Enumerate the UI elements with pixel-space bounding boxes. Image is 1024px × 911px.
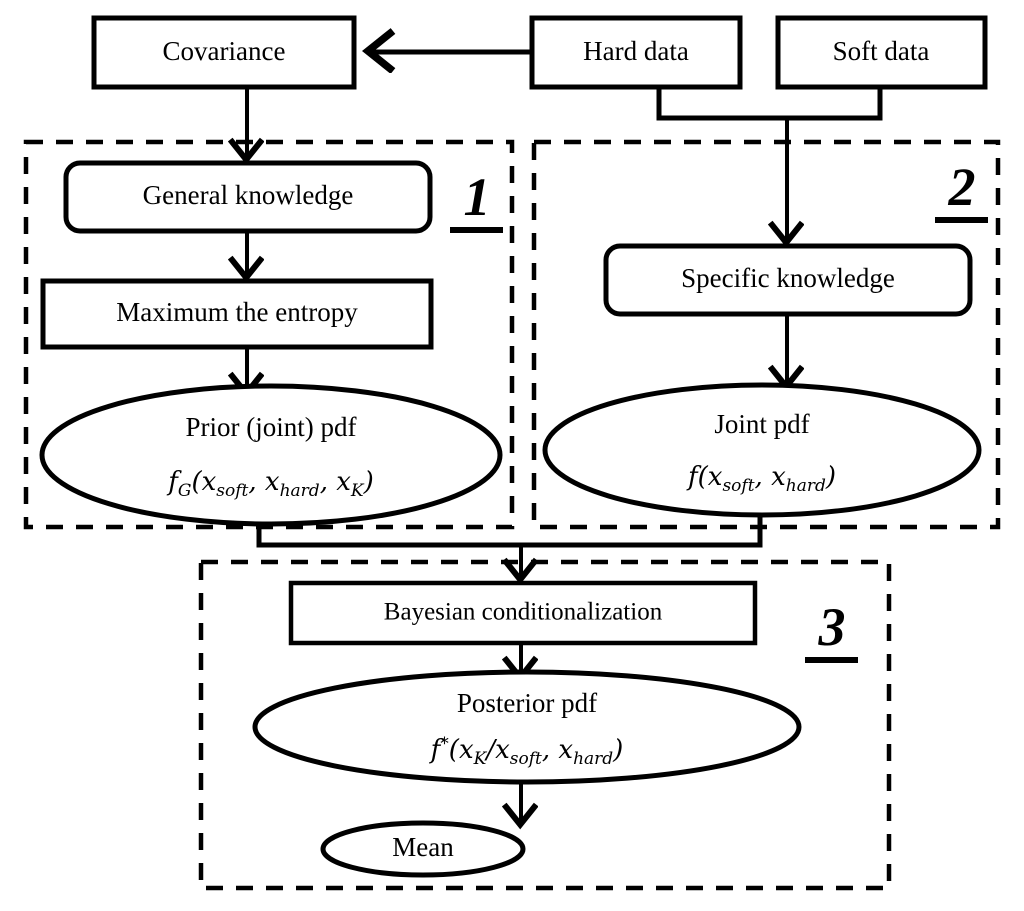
node-posterior-pdf-title: Posterior pdf (457, 688, 597, 718)
connector-pdf-merge-bracket (256, 512, 763, 548)
node-posterior-pdf[interactable]: Posterior pdf f*(xK/xsoft, xhard) (252, 669, 802, 785)
node-hard-data[interactable]: Hard data (529, 15, 743, 90)
connector-data-merge-bracket (656, 88, 883, 121)
node-specific-knowledge-label: Specific knowledge (681, 263, 895, 293)
node-bayesian-conditionalization[interactable]: Bayesian conditionalization (288, 580, 758, 646)
node-mean[interactable]: Mean (320, 820, 526, 878)
node-specific-knowledge[interactable]: Specific knowledge (603, 243, 973, 317)
node-prior-pdf[interactable]: Prior (joint) pdf fG(xsoft, xhard, xK) (39, 383, 503, 527)
node-general-knowledge[interactable]: General knowledge (63, 160, 433, 234)
node-maximum-entropy-label: Maximum the entropy (116, 297, 358, 327)
node-general-knowledge-label: General knowledge (143, 180, 354, 210)
node-soft-data-label: Soft data (833, 36, 930, 66)
svg-text:1: 1 (464, 167, 491, 227)
node-joint-pdf-title: Joint pdf (714, 409, 809, 439)
group-box-1 (23, 139, 515, 530)
node-joint-pdf-formula: f(xsoft, xhard) (686, 462, 836, 496)
group-number-2: 2 (935, 157, 988, 223)
svg-text:3: 3 (818, 597, 846, 657)
group-box-3 (198, 559, 892, 891)
node-bayesian-conditionalization-label: Bayesian conditionalization (384, 599, 663, 626)
group-box-2 (531, 139, 1001, 530)
group-number-1: 1 (450, 167, 503, 233)
node-mean-label: Mean (392, 832, 454, 862)
svg-text:2: 2 (948, 157, 976, 217)
node-soft-data[interactable]: Soft data (775, 15, 988, 90)
group-number-3: 3 (805, 597, 858, 663)
node-prior-pdf-formula: fG(xsoft, xhard, xK) (166, 467, 374, 501)
node-hard-data-label: Hard data (583, 36, 689, 66)
node-prior-pdf-title: Prior (joint) pdf (186, 412, 357, 442)
node-posterior-pdf-formula: f*(xK/xsoft, xhard) (429, 734, 624, 769)
node-covariance-label: Covariance (163, 36, 286, 66)
node-covariance[interactable]: Covariance (91, 15, 357, 90)
node-maximum-entropy[interactable]: Maximum the entropy (40, 278, 434, 350)
node-joint-pdf[interactable]: Joint pdf f(xsoft, xhard) (542, 382, 982, 518)
